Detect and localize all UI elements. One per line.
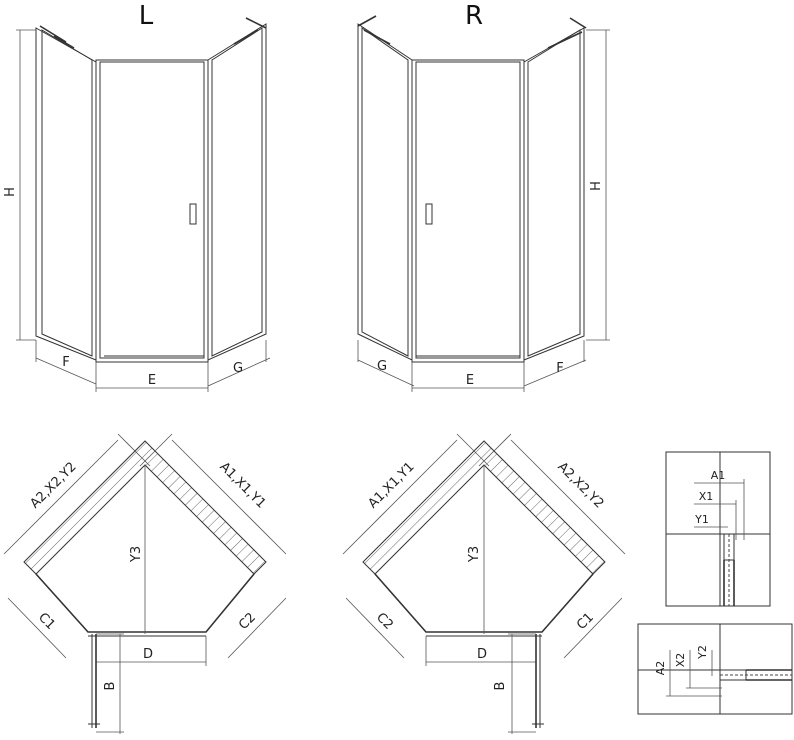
dim-label-G: G (233, 361, 243, 376)
dim-label-H: H (589, 181, 604, 191)
dim-label-X1: X1 (699, 490, 714, 503)
view-title-left: L (139, 1, 154, 31)
dim-label-Y3: Y3 (467, 546, 482, 563)
view-title-right: R (465, 1, 483, 31)
dim-label-B: B (493, 682, 508, 691)
elevation-right: R H G E F (357, 1, 610, 392)
dim-label-E: E (466, 373, 474, 388)
dim-label-F: F (556, 361, 563, 376)
dim-label-wall-right: A2,X2,Y2 (554, 459, 606, 511)
side-panel-right (523, 27, 585, 361)
door-panel (411, 59, 525, 363)
detail-top: A1 X1 Y1 (665, 451, 771, 607)
dim-label-X2: X2 (674, 653, 687, 668)
dim-label-A1: A1 (711, 469, 726, 482)
door-handle (189, 203, 197, 225)
detail-bottom: A2 X2 Y2 (637, 623, 793, 715)
door-handle (425, 203, 433, 225)
dim-label-Y3: Y3 (129, 546, 144, 563)
dim-label-Y1: Y1 (694, 513, 709, 526)
plan-view-left: A2,X2,Y2 A1,X1,Y1 Y3 C1 C2 D B (3, 433, 287, 734)
dim-label-D: D (143, 647, 153, 662)
dim-label-G: G (377, 359, 387, 374)
detail-frame (665, 451, 771, 607)
dim-label-wall-left: A2,X2,Y2 (27, 459, 79, 511)
enclosure-outline (35, 573, 255, 633)
elevation-left: L H F E G (3, 1, 271, 392)
dim-label-wall-right: A1,X1,Y1 (216, 459, 268, 511)
dim-label-B: B (103, 682, 118, 691)
detail-frame (637, 623, 793, 715)
side-panel-left (35, 27, 97, 361)
dim-label-F: F (62, 355, 69, 370)
dim-label-D: D (477, 647, 487, 662)
side-panel-right (207, 23, 267, 361)
door-panel (95, 59, 209, 363)
plan-view-right: A1,X1,Y1 A2,X2,Y2 Y3 C2 C1 D B (342, 433, 626, 734)
dim-label-wall-left: A1,X1,Y1 (365, 459, 417, 511)
dim-label-A2: A2 (654, 661, 667, 676)
dim-label-Y2: Y2 (696, 645, 709, 660)
dim-label-C-right: C1 (574, 610, 597, 633)
dim-label-E: E (148, 373, 156, 388)
side-panel-left (357, 23, 413, 361)
dim-label-H: H (3, 187, 18, 197)
